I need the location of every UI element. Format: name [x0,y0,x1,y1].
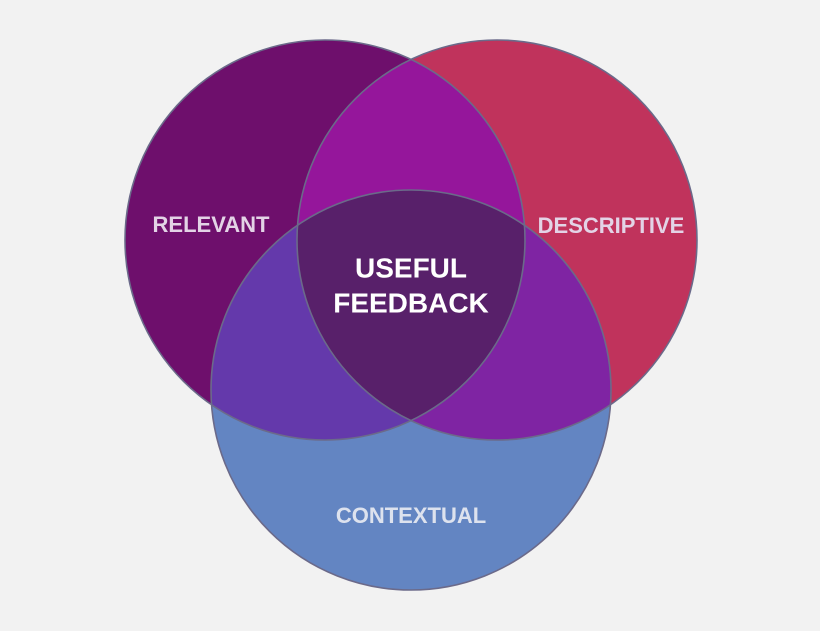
intersection-all [297,190,525,440]
outline-descriptive [296,39,698,441]
label-descriptive: DESCRIPTIVE [538,213,685,238]
label-center-line1: USEFUL [355,252,467,283]
label-contextual: CONTEXTUAL [336,503,486,528]
label-relevant: RELEVANT [153,212,270,237]
label-center-line2: FEEDBACK [333,287,489,318]
outline-relevant [124,39,526,441]
outline-contextual [210,189,612,591]
